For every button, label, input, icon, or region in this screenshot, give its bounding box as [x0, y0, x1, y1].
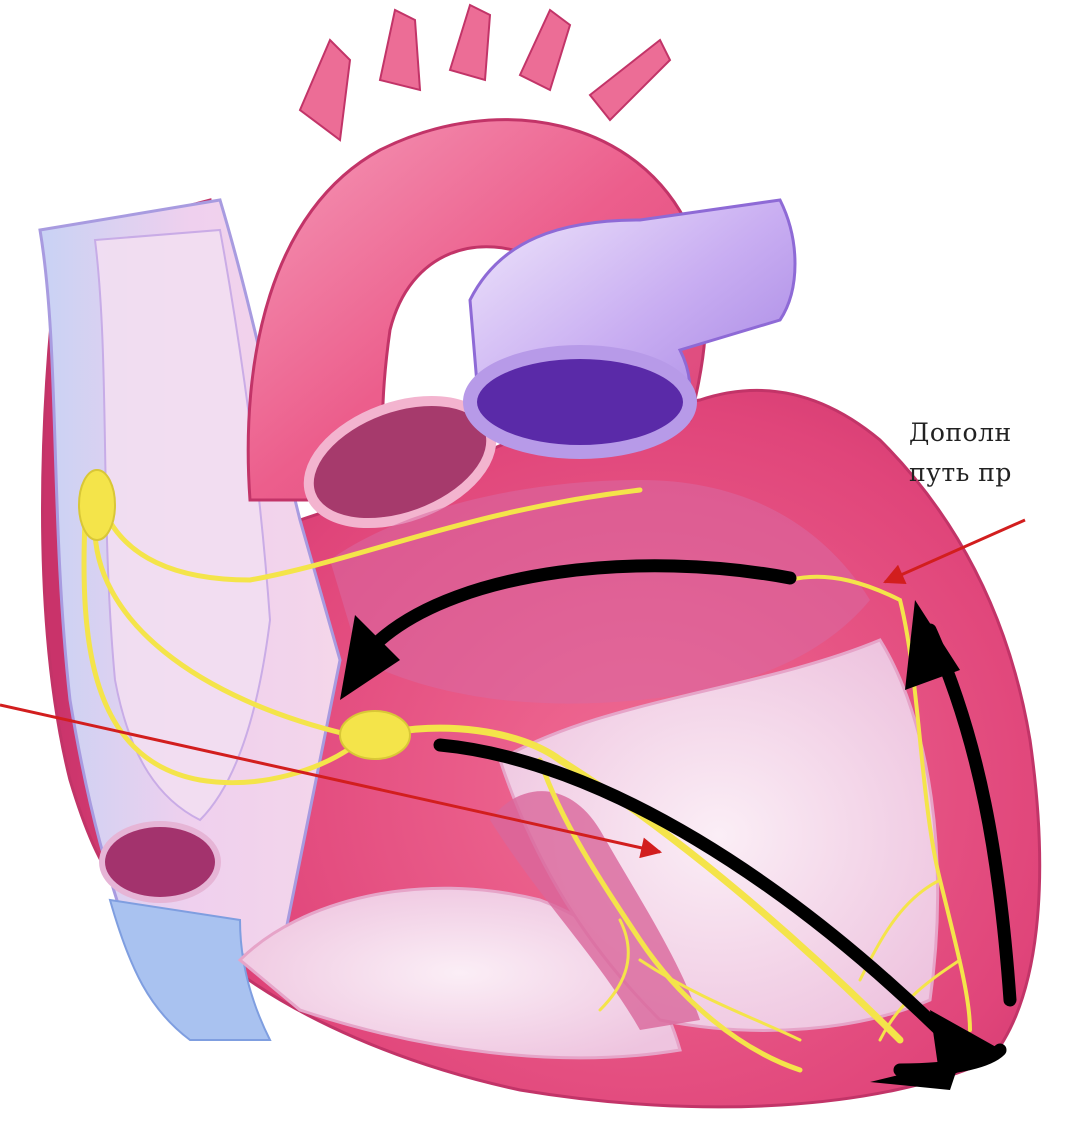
aortic-branch-1: [300, 40, 350, 140]
aortic-branch-3: [450, 5, 490, 80]
aortic-branch-2: [380, 10, 420, 90]
coronary-sinus-opening: [102, 824, 218, 900]
annotation-label-line2: путь пр: [909, 458, 1012, 487]
aortic-branch-4: [520, 10, 570, 90]
pulmonary-vessel-opening: [470, 352, 690, 452]
aortic-branch-5: [590, 40, 670, 120]
annotation-label-line1: Дополн: [909, 418, 1012, 447]
atrioventricular-node: [340, 711, 410, 759]
sinoatrial-node: [79, 470, 115, 540]
